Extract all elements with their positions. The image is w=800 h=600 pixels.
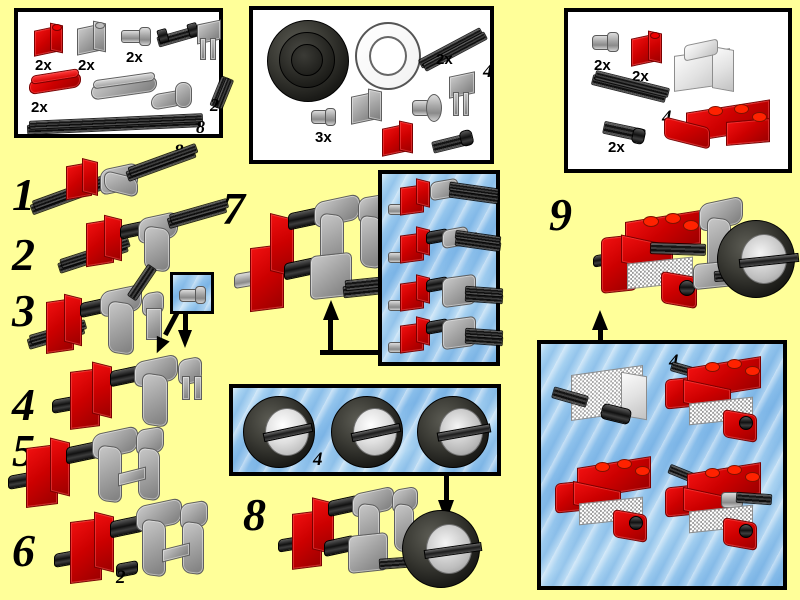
part-grey-bushing (179, 284, 209, 306)
assembly-arrow-2 (178, 312, 202, 350)
subassembly-unit (388, 315, 503, 362)
subassembly-unit (665, 462, 785, 556)
subassembly-unit (555, 452, 673, 544)
stud (52, 24, 62, 31)
part-grey-technic-fork (447, 71, 479, 120)
assembly-step-3 (27, 265, 208, 376)
assembly-step-9 (565, 195, 800, 336)
wheel-assembly (331, 394, 409, 470)
part-red-technic-plate-wing (664, 99, 780, 162)
step-number-9: 9 (549, 189, 572, 240)
qty-label-axle-pair: 2x (436, 51, 453, 68)
subassembly-arrow-step7 (320, 300, 382, 360)
parts-box-middle: 2x 4 3x (249, 6, 494, 164)
part-grey-angle-connector (151, 80, 195, 116)
subassembly-panel-axle-units: 4 (378, 170, 503, 366)
part-red-technic-brick (32, 22, 66, 57)
qty-label-red-beam: 2x (31, 99, 48, 116)
wheel-assembly (402, 508, 486, 590)
part-grey-technic-brick (76, 20, 110, 56)
part-grey-bushing-small (311, 106, 339, 128)
step-number-6: 6 (12, 525, 35, 576)
part-black-axle-long (27, 114, 206, 134)
assembly-step-8 (278, 485, 498, 600)
part-white-wheel-rim (353, 20, 425, 94)
subassembly-unit (552, 364, 663, 444)
step-number-3: 3 (12, 285, 35, 336)
part-red-technic-beam (29, 68, 85, 98)
part-white-engine-block (668, 38, 742, 102)
wheel-assembly (243, 394, 321, 470)
qty-label-grey-brick: 2x (78, 57, 95, 74)
callout-panel-bushing (170, 272, 214, 314)
qty-label-bushing-small: 3x (315, 129, 332, 146)
qty-label-axle-long: 8 (196, 117, 205, 137)
part-black-tire (263, 18, 353, 104)
qty-label-red-brick: 2x (35, 57, 52, 74)
part-red-technic-brick (630, 28, 666, 68)
part-grey-bushing (121, 26, 153, 48)
part-grey-technic-fork (195, 19, 225, 62)
subassembly-unit (388, 273, 503, 320)
step-number-4: 4 (12, 379, 35, 430)
subassembly-panel-wheels: 4 (229, 384, 501, 476)
subassembly-qty-step9: 4 (669, 351, 679, 372)
part-black-axle-long (419, 24, 487, 72)
qty-label-bushing: 2x (126, 49, 143, 66)
qty-label-axle-medium: 2 (210, 95, 219, 115)
assembly-step-4 (52, 353, 242, 452)
step-number-8: 8 (243, 489, 266, 540)
part-black-pin-connector (432, 128, 477, 156)
qty-label-pin: 2x (608, 139, 625, 156)
wheel-assembly (417, 394, 495, 470)
subassembly-panel-engine-units: 4 (537, 340, 787, 590)
parts-box-right: 2x 2x 4 2x (564, 8, 792, 173)
callout-qty-step6: 2 (116, 567, 126, 588)
part-red-technic-brick (381, 118, 417, 158)
assembly-step-6 (48, 497, 248, 600)
part-black-axle-long (592, 70, 670, 112)
parts-box-left: 2x 2x 2x 2x (14, 8, 233, 138)
subassembly-unit (388, 225, 501, 272)
subassembly-unit (388, 177, 500, 224)
subassembly-qty-wheels: 4 (313, 449, 323, 470)
qty-label-axle-count: 4 (483, 61, 493, 82)
qty-label-bushing: 2x (594, 57, 611, 74)
step-number-2: 2 (12, 229, 35, 280)
part-grey-bushing (592, 30, 622, 56)
step-number-1: 1 (12, 169, 35, 220)
subassembly-unit (665, 356, 783, 444)
step-number-7: 7 (222, 183, 245, 234)
part-grey-gear (412, 94, 444, 124)
wheel-assembly (717, 218, 800, 302)
